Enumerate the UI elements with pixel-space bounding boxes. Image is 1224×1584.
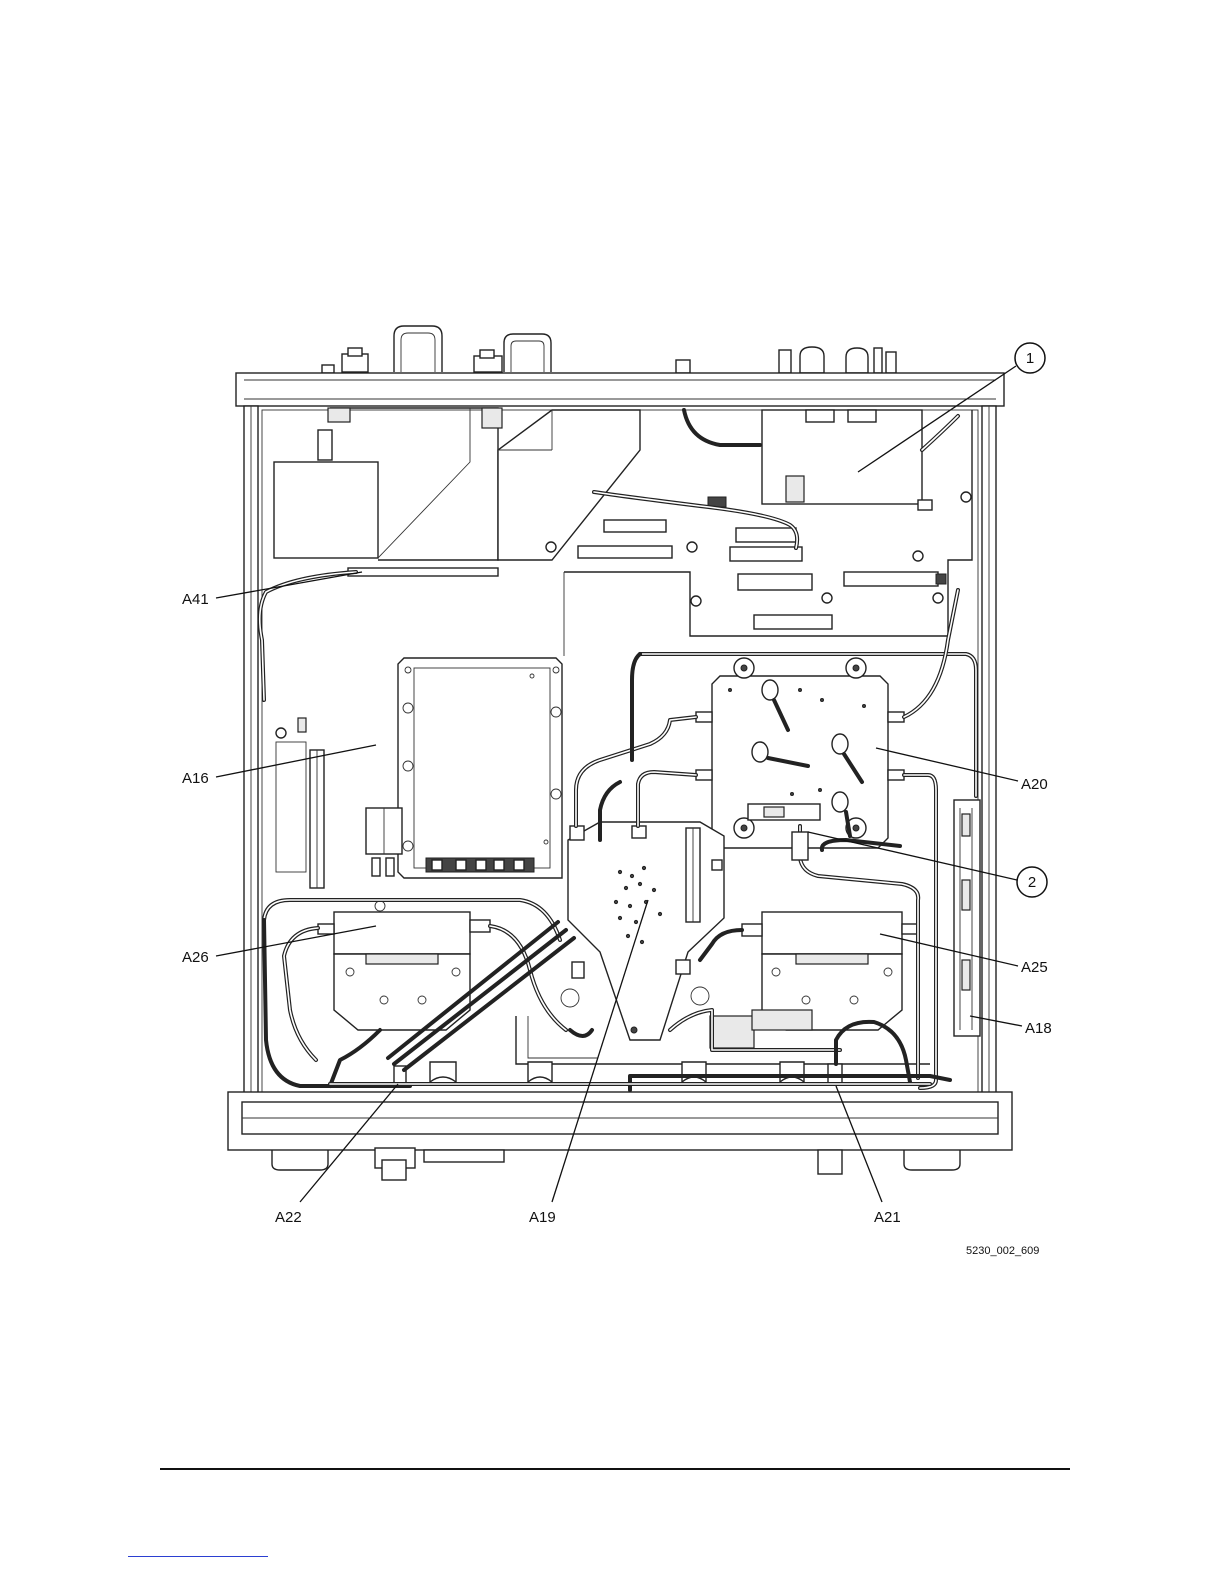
label-a22: A22 [275, 1209, 302, 1226]
label-a26: A26 [182, 949, 209, 966]
label-a16: A16 [182, 770, 209, 787]
label-a20: A20 [1021, 776, 1048, 793]
figure-id: 5230_002_609 [966, 1245, 1039, 1257]
callout-1: 1 [1015, 343, 1045, 373]
a18-board [954, 800, 980, 1036]
a19-board [561, 822, 724, 1040]
label-a25: A25 [1021, 959, 1048, 976]
callout-2-number: 2 [1028, 874, 1036, 891]
a16-board [276, 658, 562, 888]
label-a41: A41 [182, 591, 209, 608]
callout-2: 2 [1017, 867, 1047, 897]
label-a21: A21 [874, 1209, 901, 1226]
label-a19: A19 [529, 1209, 556, 1226]
footer-rule [160, 1468, 1070, 1470]
rear-panel-hardware [322, 326, 896, 373]
callout-1-number: 1 [1026, 350, 1034, 367]
footer-link-underline [128, 1556, 268, 1557]
a20-board [696, 658, 904, 848]
label-a18: A18 [1025, 1020, 1052, 1037]
